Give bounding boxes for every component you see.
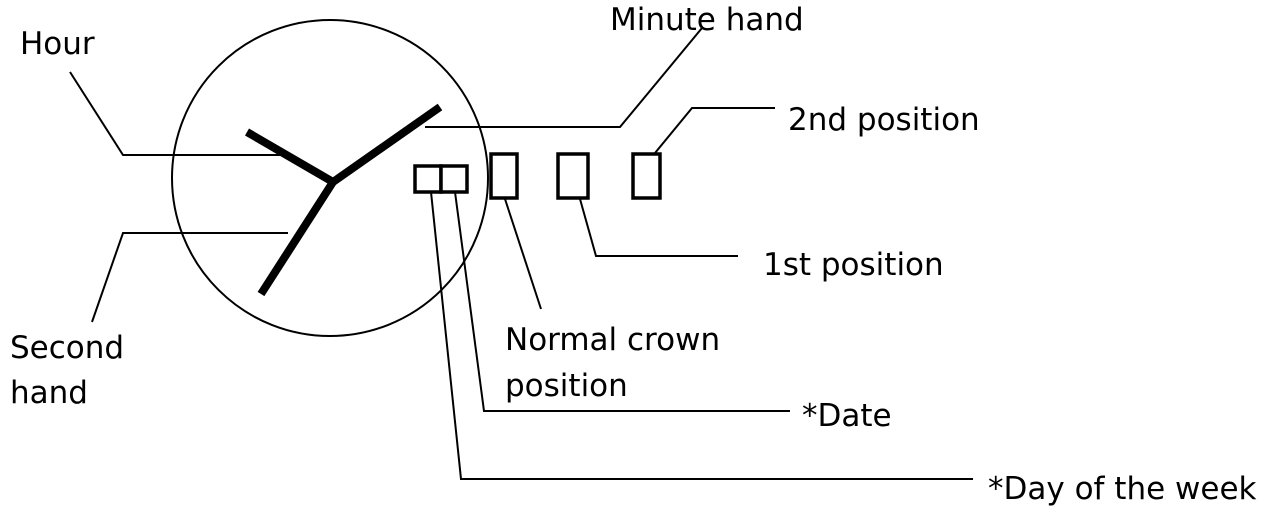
date-window: [439, 164, 469, 194]
normal-crown-leader: [504, 198, 542, 310]
hour-leader: [69, 71, 290, 156]
1st-position-label: 1st position: [763, 247, 944, 283]
date-label: *Date: [802, 398, 892, 434]
day-of-week-leader: [430, 191, 973, 480]
second-hand: [257, 179, 337, 297]
minute-hand-leader: [425, 27, 703, 128]
crown-normal-position: [489, 152, 519, 200]
watch-case: [171, 19, 489, 337]
crown-2nd-position: [631, 152, 662, 200]
date-leader: [454, 191, 790, 412]
second-hand-label-line1: Second: [10, 330, 124, 366]
second-hand-label-line2: hand: [10, 375, 88, 411]
day-window: [413, 164, 443, 194]
normal-crown-label-line2: position: [505, 368, 628, 404]
minute-hand-label: Minute hand: [610, 2, 804, 38]
hour-label: Hour: [20, 26, 95, 62]
hour-hand: [244, 128, 336, 186]
2nd-position-leader: [654, 107, 775, 154]
normal-crown-label-line1: Normal crown: [505, 322, 720, 358]
minute-hand: [330, 103, 443, 186]
crown-1st-position: [556, 152, 590, 200]
1st-position-leader: [579, 198, 738, 257]
day-of-week-label: *Day of the week: [988, 471, 1257, 507]
2nd-position-label: 2nd position: [788, 102, 980, 138]
second-hand-leader: [91, 232, 288, 323]
